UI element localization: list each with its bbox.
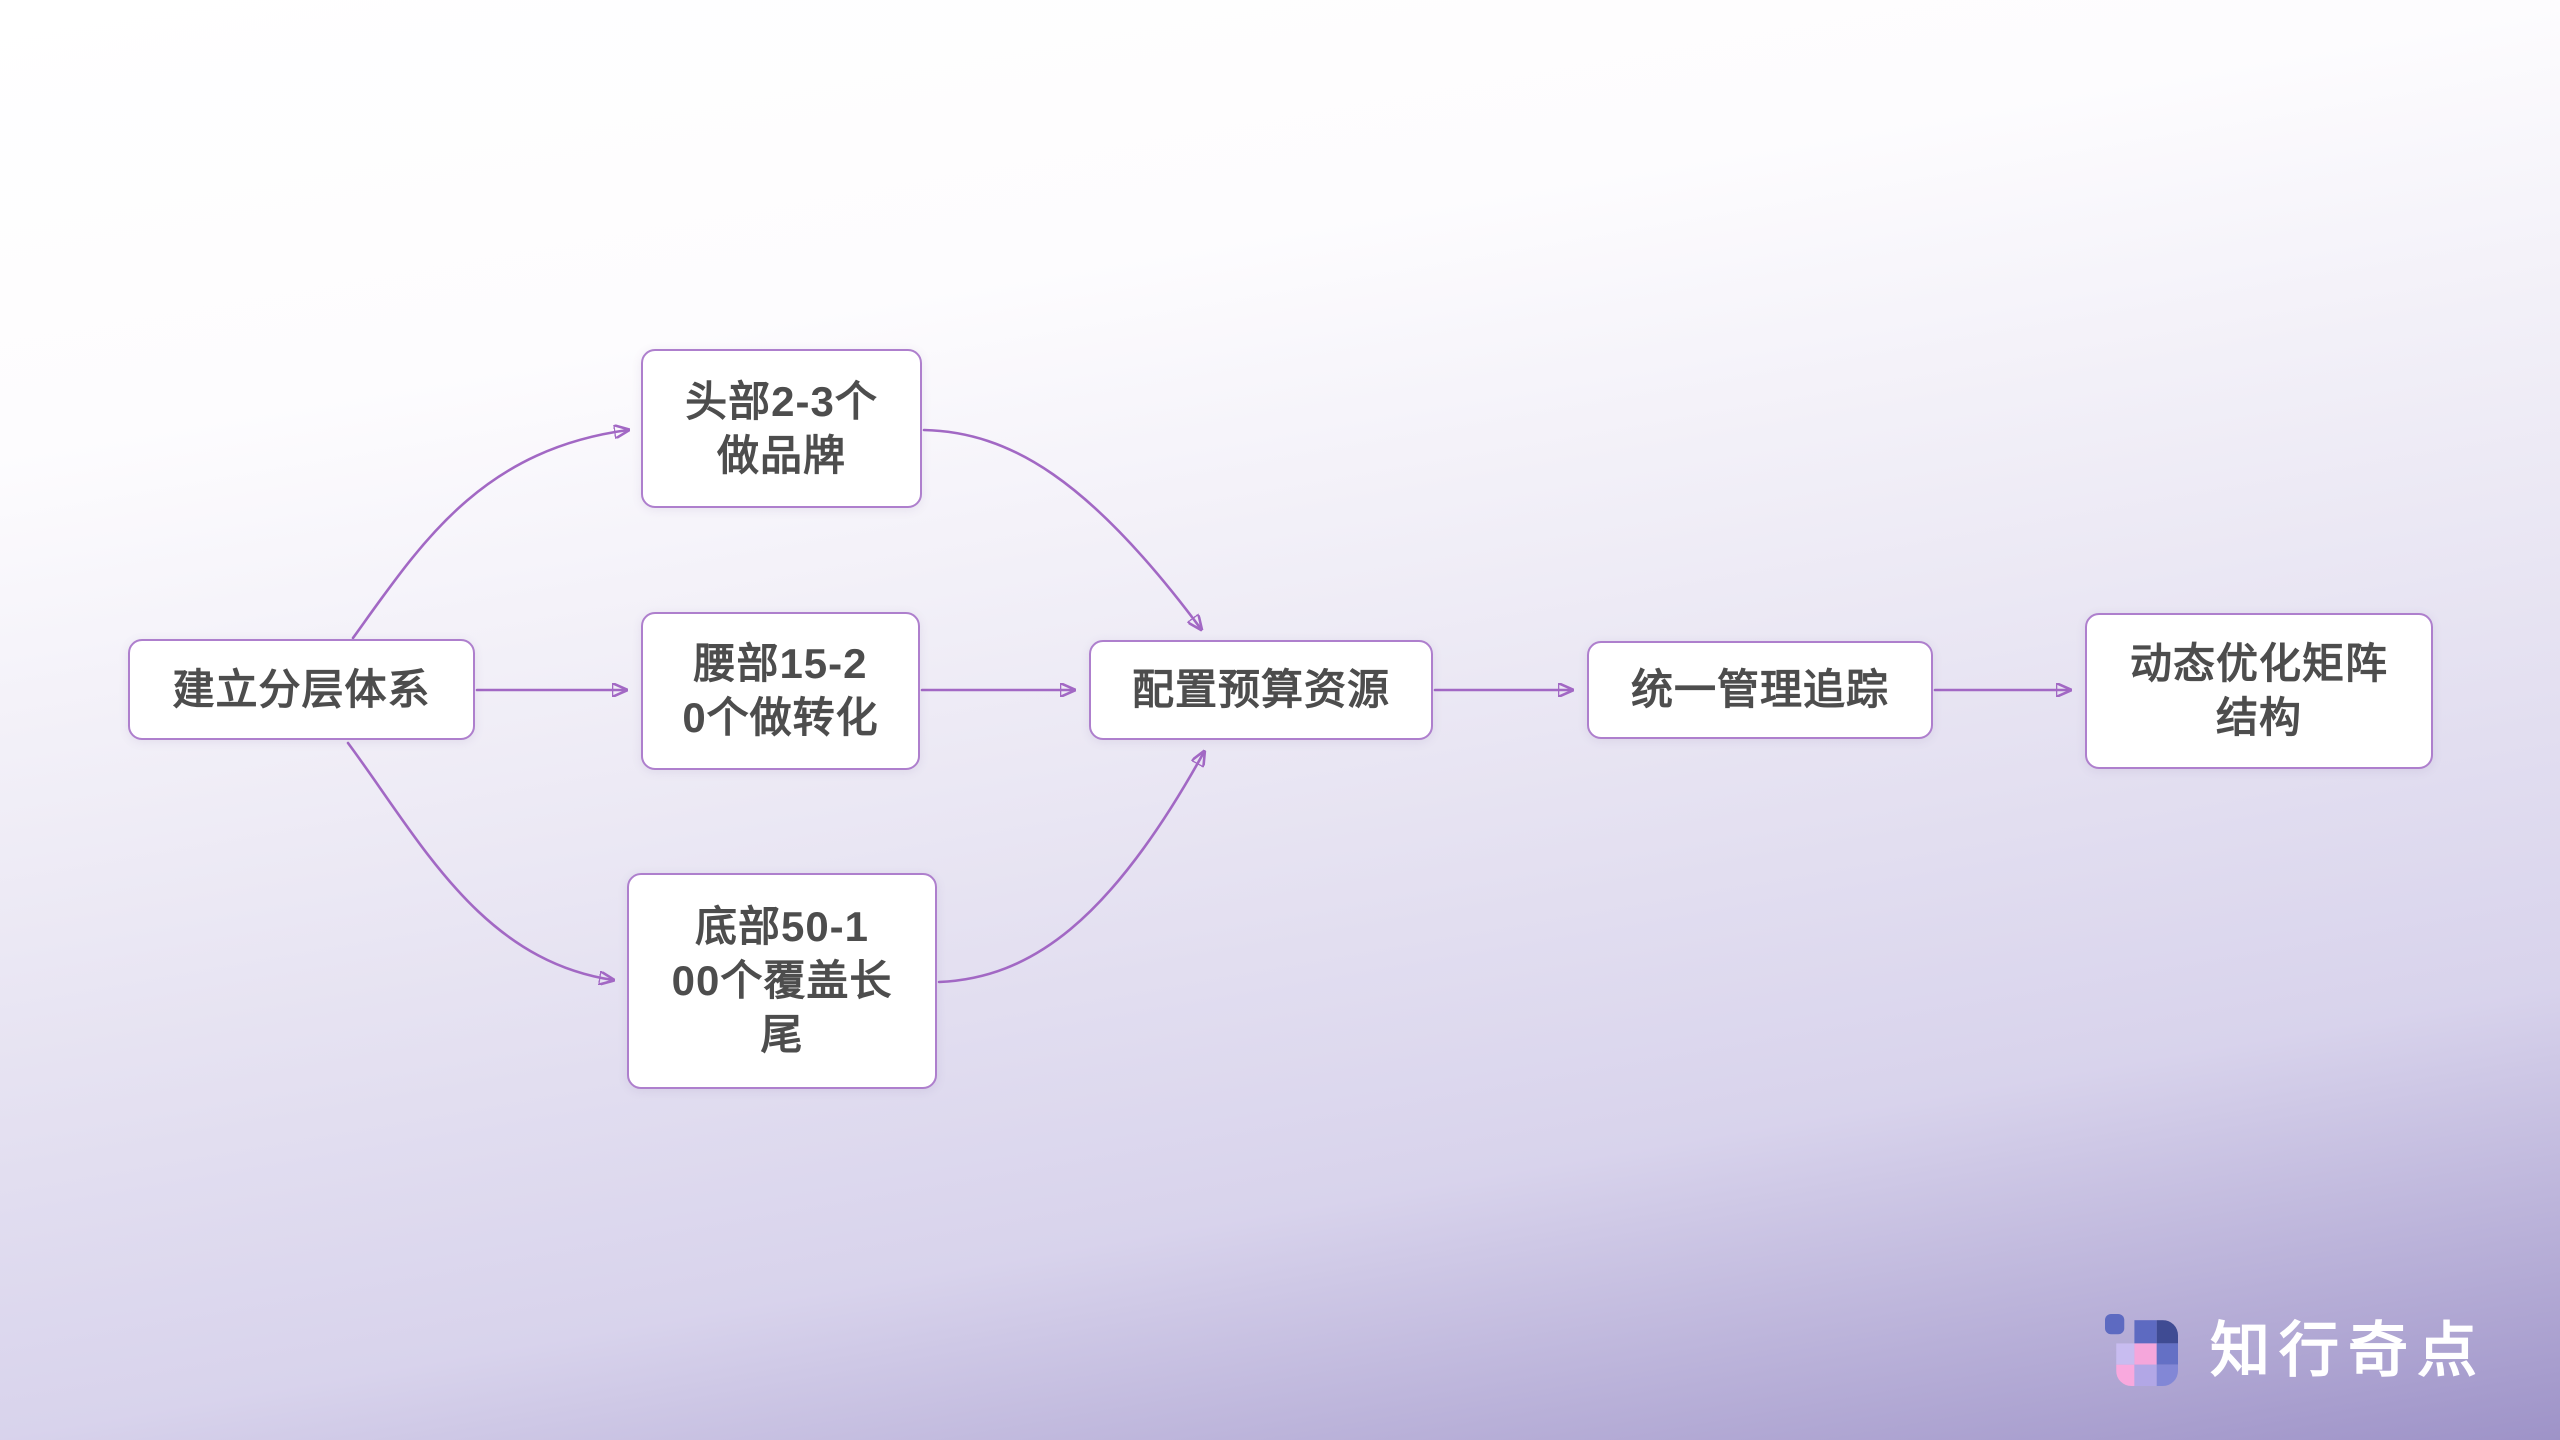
node-budget-allocation: 配置预算资源: [1089, 640, 1433, 740]
brand-wordmark: 知行奇点: [2210, 1316, 2486, 1384]
node-label: 配置预算资源: [1131, 666, 1390, 714]
logo-cell-bottom-left: [2116, 1364, 2135, 1386]
node-waist-tier: 腰部15-2 0个做转化: [641, 612, 920, 770]
node-label: 统一管理追踪: [1630, 666, 1889, 714]
logo-cell-mid-left: [2116, 1343, 2135, 1365]
logo-cell-mid-center: [2134, 1343, 2157, 1365]
logo-cell-top-mid: [2134, 1320, 2157, 1344]
node-unified-tracking: 统一管理追踪: [1587, 641, 1933, 739]
node-head-tier: 头部2-3个 做品牌: [641, 349, 922, 508]
edge-tier-bottom-to-budget: [937, 752, 1204, 984]
logo-cell-mid-right: [2156, 1343, 2178, 1365]
node-label: 建立分层体系: [172, 665, 431, 713]
node-label: 腰部15-2 0个做转化: [682, 640, 879, 741]
logo-cell-bottom-center: [2134, 1364, 2157, 1386]
brand-logo-icon: [2105, 1314, 2178, 1386]
node-establish-tier-system: 建立分层体系: [128, 639, 475, 740]
edge-establish-to-tier-top: [351, 430, 628, 640]
brand-logo: 知行奇点: [2105, 1314, 2486, 1387]
edge-tier-top-to-budget: [922, 428, 1201, 629]
node-label: 底部50-1 00个覆盖长 尾: [671, 903, 893, 1058]
logo-cell-top-right: [2156, 1320, 2178, 1344]
node-label: 头部2-3个 做品牌: [685, 377, 878, 479]
node-label: 动态优化矩阵 结构: [2129, 640, 2388, 741]
logo-cell-bottom-right: [2156, 1364, 2178, 1386]
node-bottom-tier: 底部50-1 00个覆盖长 尾: [627, 873, 937, 1089]
node-dynamic-optimization: 动态优化矩阵 结构: [2085, 613, 2433, 769]
logo-cell-detached: [2105, 1314, 2125, 1335]
edge-establish-to-tier-bottom: [346, 741, 613, 980]
